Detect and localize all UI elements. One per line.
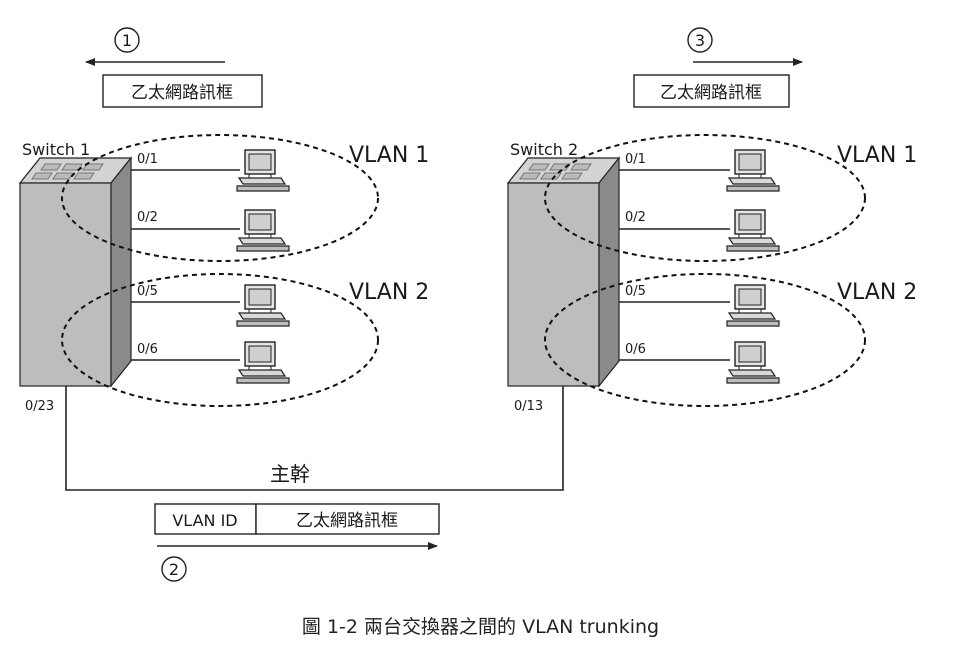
switch-2-side <box>598 156 620 388</box>
pc-icon <box>236 149 290 192</box>
switch-2-vlan-2-label: VLAN 2 <box>837 280 917 305</box>
trunk-link <box>65 386 564 491</box>
step-2-circle <box>161 556 187 582</box>
switch-1-port-0-6: 0/6 <box>137 342 158 357</box>
step-1-group: 1 乙太網路訊框 <box>85 27 263 108</box>
switch-1-vlan-2-label: VLAN 2 <box>349 280 429 305</box>
step-2-number: 2 <box>169 560 179 579</box>
tagged-frame: VLAN ID 乙太網路訊框 <box>154 503 440 535</box>
switch-1-side <box>110 156 132 388</box>
step-1-number: 1 <box>122 31 132 50</box>
switch-2-port-0-5: 0/5 <box>625 284 646 299</box>
switch-1-name: Switch 1 <box>22 140 90 159</box>
pc-icon <box>726 341 780 384</box>
switch-2-vlan-2-ellipse <box>544 273 866 407</box>
switch-1-port-0-2: 0/2 <box>137 210 158 225</box>
pc-icon <box>236 341 290 384</box>
ethernet-frame-label-3: 乙太網路訊框 <box>660 83 762 103</box>
switch-1-vlan-2-ellipse <box>61 273 379 407</box>
ethernet-frame-box-1 <box>102 74 263 108</box>
ethernet-frame-label-1: 乙太網路訊框 <box>131 83 233 103</box>
trunk-label: 主幹 <box>270 462 310 486</box>
switch-1-vlan-1-ellipse <box>61 134 379 262</box>
step-3-number: 3 <box>695 31 705 50</box>
switch-1-front <box>19 182 112 387</box>
pc-icon <box>726 149 780 192</box>
pc-icon <box>236 284 290 327</box>
ethernet-frame-box-3 <box>633 74 790 108</box>
switch-2-vlan-1-ellipse <box>544 134 866 262</box>
switch-2-vlan-1-label: VLAN 1 <box>837 143 917 168</box>
vlan-id-label: VLAN ID <box>172 511 237 530</box>
step-1-circle <box>114 27 140 53</box>
switch-2-front <box>507 182 600 387</box>
vlan-id-field <box>154 503 257 535</box>
switch-1-access-links <box>131 169 240 361</box>
switch-1: Switch 1 <box>18 140 133 388</box>
switch-2: Switch 2 <box>506 140 621 388</box>
switch-2-port-0-2: 0/2 <box>625 210 646 225</box>
switch-1-port-0-5: 0/5 <box>137 284 158 299</box>
switch-2-port-0-6: 0/6 <box>625 342 646 357</box>
ethernet-frame-label-2: 乙太網路訊框 <box>296 511 398 531</box>
ethernet-frame-box-2 <box>255 503 440 535</box>
vlan-trunking-diagram: 1 乙太網路訊框 3 乙太網路訊框 Switch 1 <box>18 27 917 582</box>
switch-2-trunk-port: 0/13 <box>514 399 543 414</box>
step-3-group: 3 乙太網路訊框 <box>633 27 803 108</box>
switch-1-port-0-1: 0/1 <box>137 152 158 167</box>
pc-icon <box>726 209 780 252</box>
switch-2-name: Switch 2 <box>510 140 578 159</box>
figure-caption: 圖 1-2 兩台交換器之間的 VLAN trunking <box>301 616 660 638</box>
step-3-circle <box>687 27 713 53</box>
switch-1-vlan-1-label: VLAN 1 <box>349 143 429 168</box>
switch-2-port-0-1: 0/1 <box>625 152 646 167</box>
switch-1-trunk-port: 0/23 <box>25 399 54 414</box>
pc-icon <box>236 209 290 252</box>
pc-icon <box>726 284 780 327</box>
switch-2-access-links <box>619 169 730 361</box>
